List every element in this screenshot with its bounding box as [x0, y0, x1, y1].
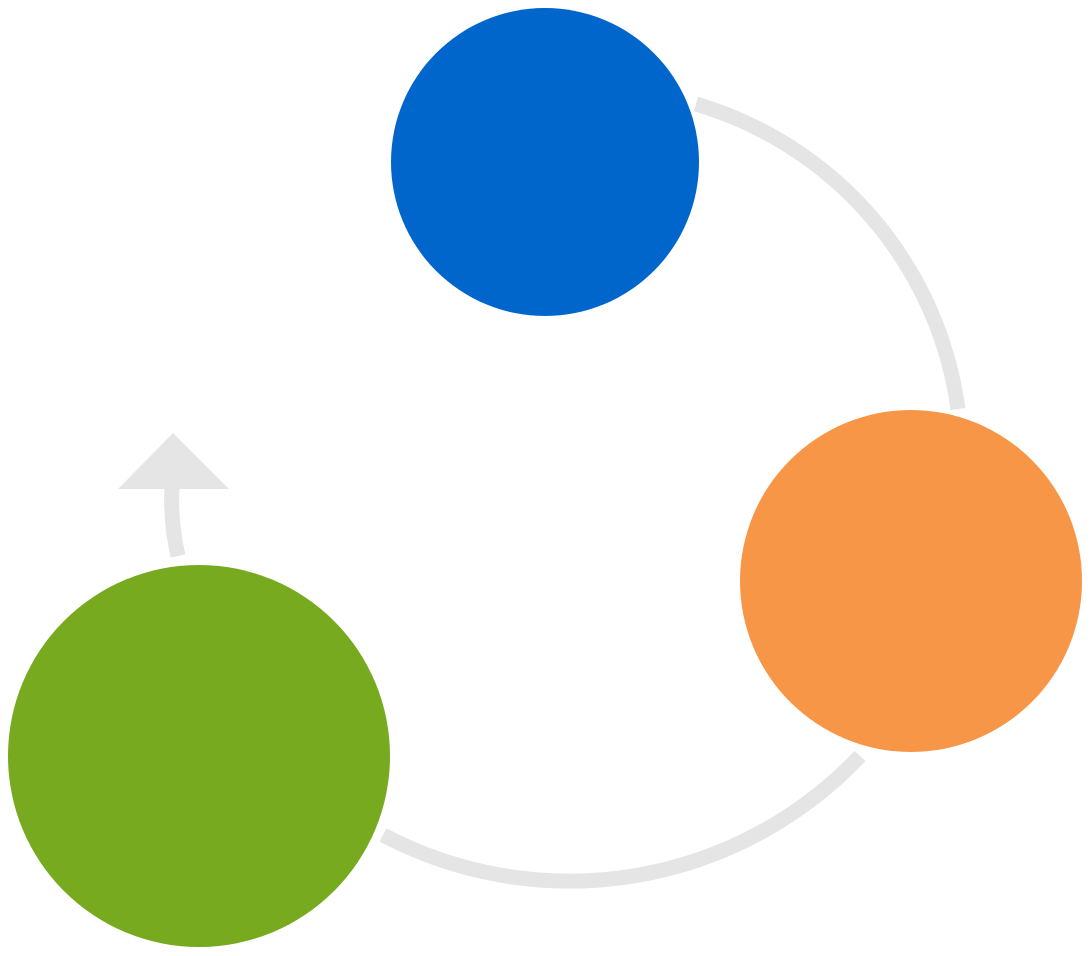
connector-top-to-right [693, 96, 966, 411]
connector-right-to-bottom-left [379, 750, 866, 889]
node-bottom-left [8, 565, 390, 947]
arrowhead-icon [118, 433, 229, 489]
connector-bottom-left-to-top [164, 487, 186, 558]
node-top [391, 8, 699, 316]
node-right [740, 410, 1082, 752]
